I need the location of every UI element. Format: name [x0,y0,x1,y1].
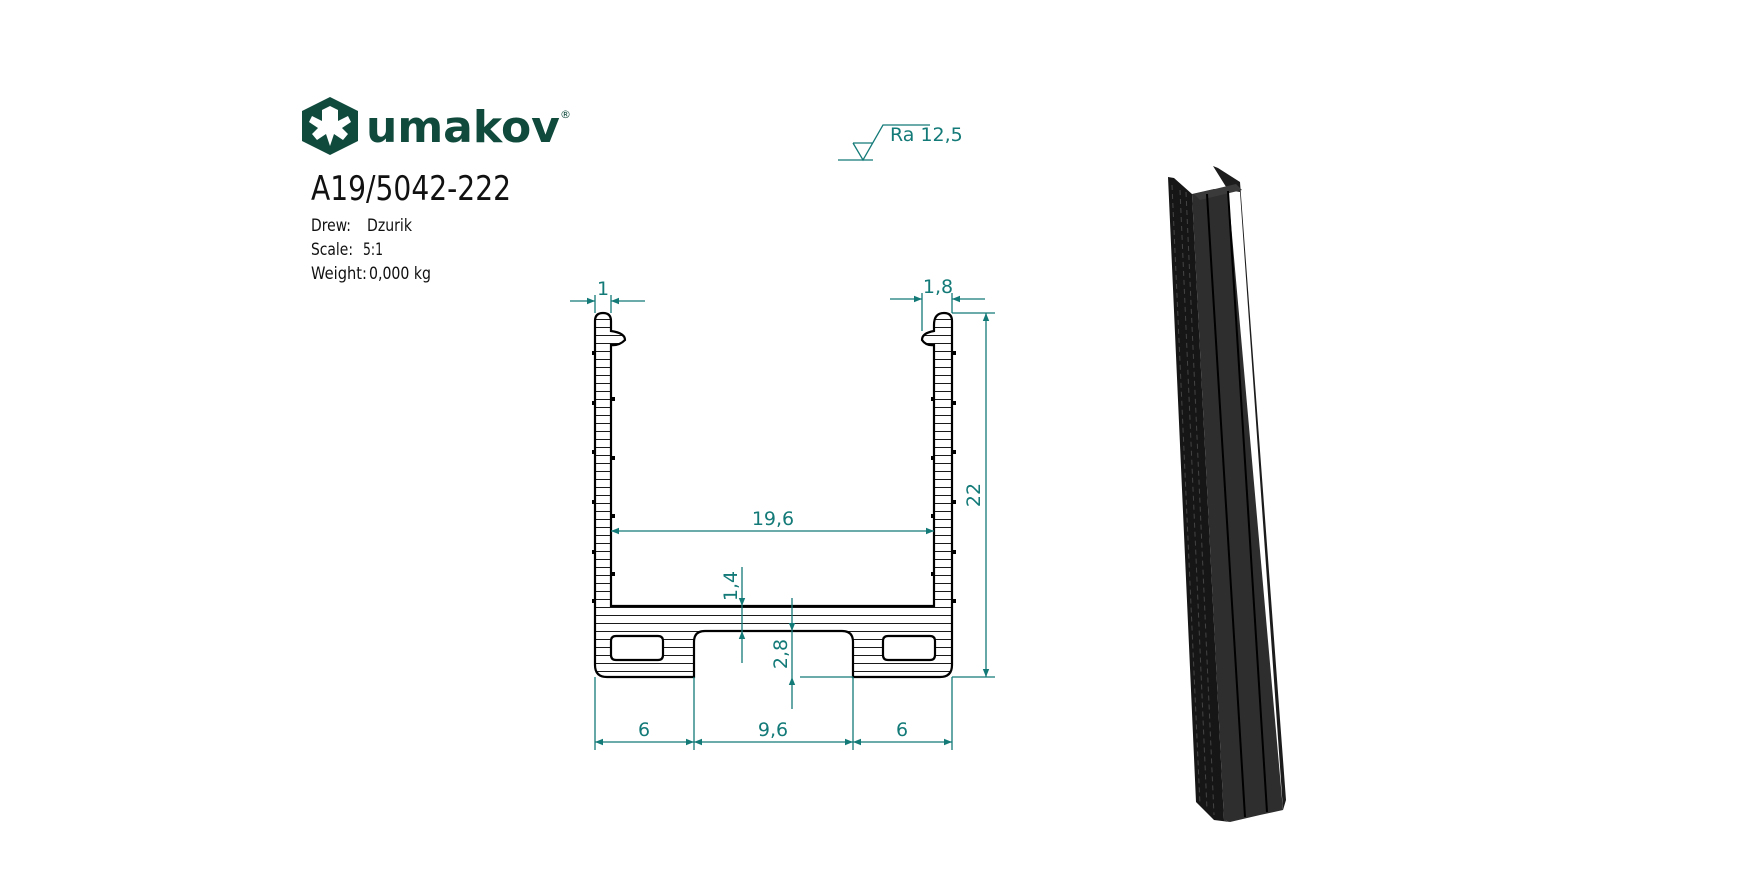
dimension-label: 6 [638,719,650,741]
drew-label: Drew: [311,216,351,236]
registered-mark: ® [560,108,571,121]
dimension-lip-right: 1,8 [890,276,985,331]
scale-label: Scale: [311,240,353,260]
dimension-label: 2,8 [770,639,792,669]
profile-3d-model [1168,166,1286,822]
dimension-label: 6 [896,719,908,741]
dimension-label: 9,6 [758,719,788,741]
dimension-lip-left: 1 [570,278,645,313]
dimension-inner-width: 19,6 [611,508,934,535]
part-number: A19/5042-222 [311,169,511,209]
dimension-bottom-widths: 6 9,6 6 [594,677,953,750]
weight-label: Weight: [311,264,367,284]
dimension-label: 1,8 [923,276,953,298]
profile-cross-section [592,311,956,679]
weight-value: 0,000 kg [369,264,431,284]
umakov-logo: umakov ® [302,97,571,155]
dimension-floor-thickness: 1,4 [720,567,746,663]
dimension-label: 1,4 [720,571,742,601]
scale-value: 5:1 [363,240,383,260]
dimension-label: 1 [597,278,609,300]
wall-grip-ribs [592,351,956,603]
drew-value: Dzurik [367,216,412,236]
dimension-height: 22 [952,312,995,678]
roughness-label: Ra 12,5 [890,124,963,146]
logo-wordmark: umakov [366,102,560,153]
logo-hexagon-icon [302,97,358,155]
dimension-label: 19,6 [752,508,794,530]
dimension-label: 22 [963,483,985,507]
dimension-slot-depth: 2,8 [770,598,853,709]
surface-finish-symbol: Ra 12,5 [838,124,963,162]
